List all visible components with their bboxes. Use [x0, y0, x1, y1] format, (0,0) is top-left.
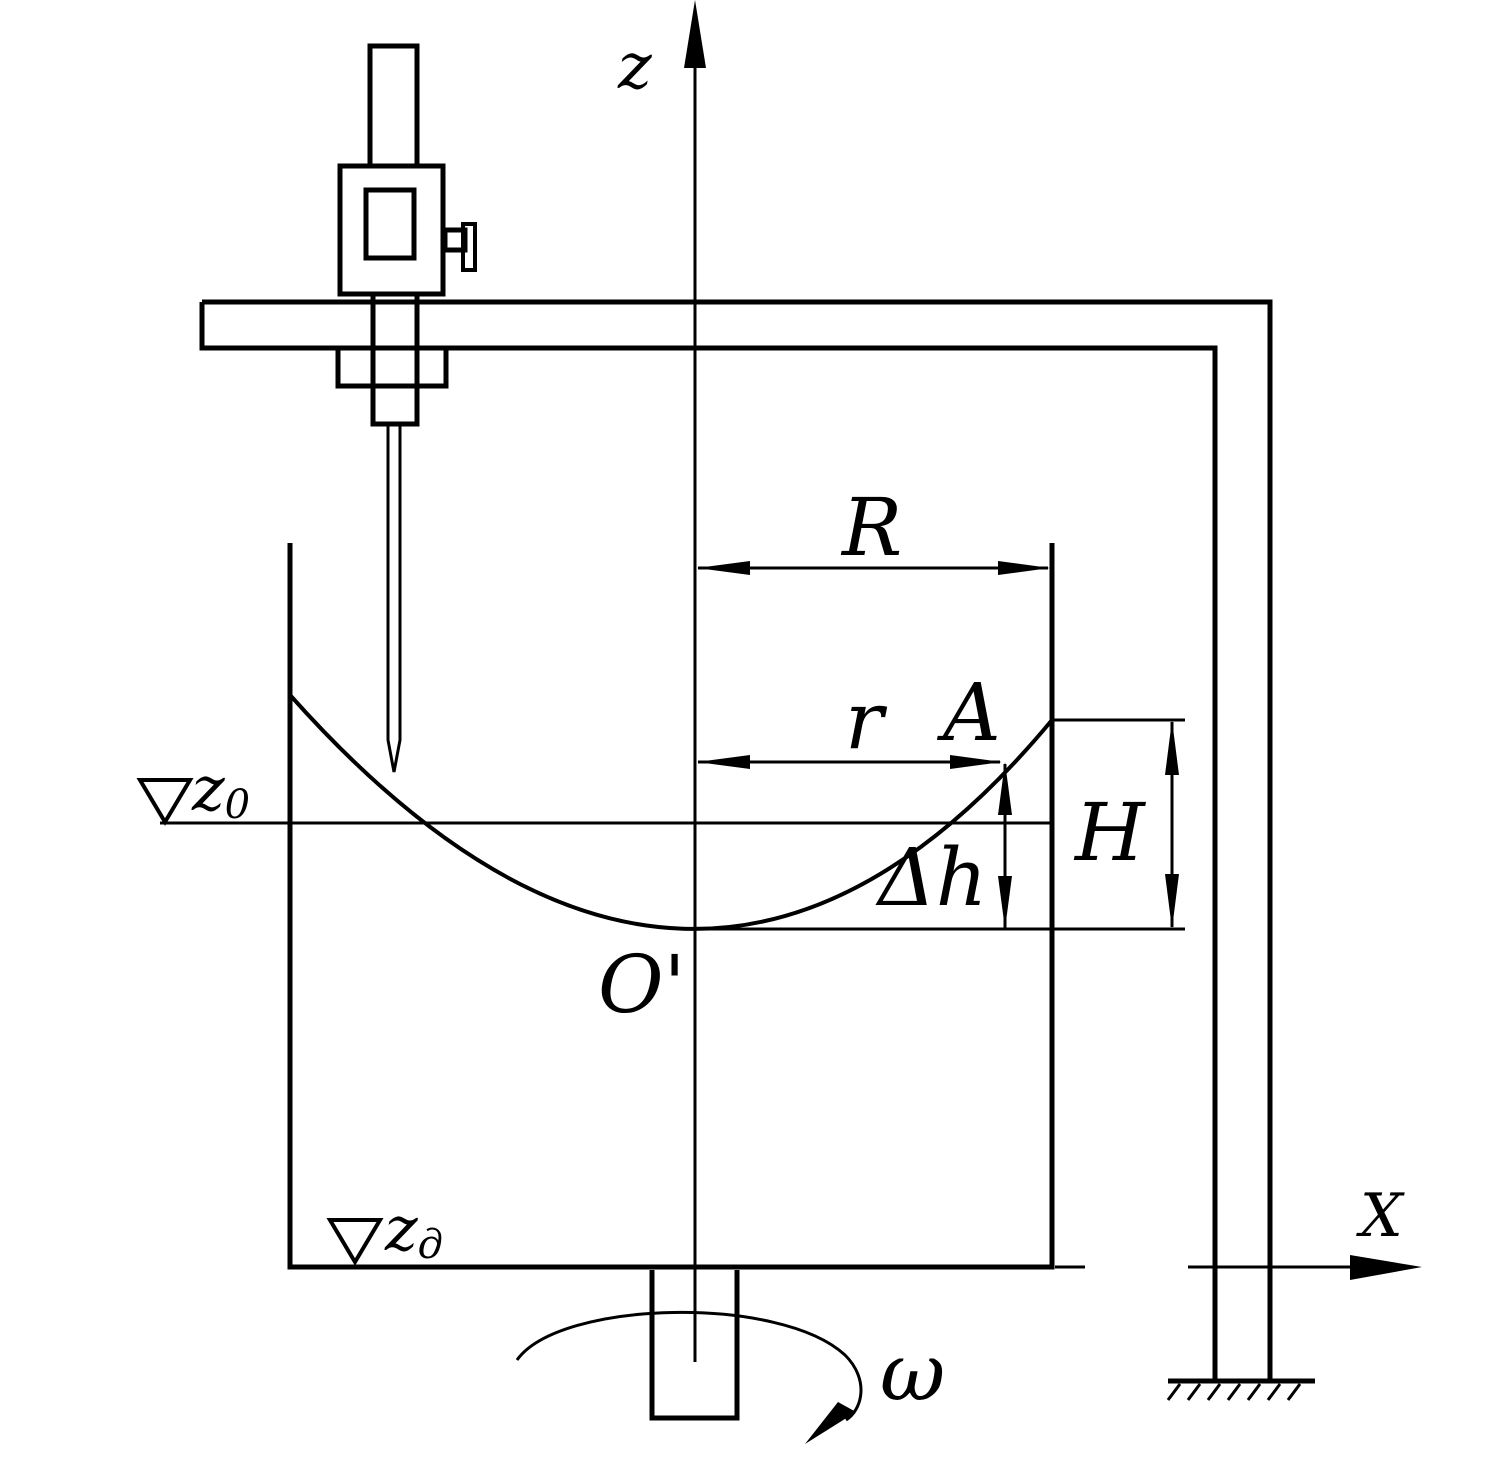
- z0-label: z0: [191, 752, 250, 828]
- free-surface-curve: [288, 693, 1054, 931]
- R-label: R: [840, 481, 902, 574]
- point-gauge: [335, 43, 477, 773]
- x-axis: [1055, 1255, 1422, 1280]
- zd-letter: z: [384, 1192, 418, 1265]
- H-label: H: [1073, 786, 1147, 879]
- vertex-level-line: [695, 718, 1185, 931]
- vertex-label: O': [598, 938, 686, 1031]
- delta-h-dimension: [998, 762, 1012, 929]
- zd-label: zд: [384, 1192, 443, 1268]
- drive-shaft: [649, 1270, 740, 1421]
- zd-subscript: д: [418, 1222, 443, 1268]
- x-axis-label: X: [1356, 1181, 1405, 1251]
- vessel: [287, 543, 1055, 1270]
- R-dimension: [697, 561, 1050, 575]
- r-dimension: [697, 755, 1002, 769]
- point-a-label: A: [936, 666, 1001, 759]
- omega-label: ω: [880, 1326, 945, 1419]
- H-dimension: [1165, 720, 1179, 929]
- z0-subscript: 0: [225, 782, 250, 828]
- z0-marker: [136, 778, 194, 826]
- delta-h-label: Δh: [875, 831, 987, 924]
- support-frame: [199, 299, 1315, 1401]
- r-label: r: [845, 674, 888, 767]
- rotation-arrow: [515, 1311, 863, 1444]
- z0-letter: z: [191, 752, 225, 825]
- z-axis: [684, 0, 706, 1362]
- z-axis-label: z: [617, 30, 653, 104]
- zd-marker: [326, 1218, 384, 1266]
